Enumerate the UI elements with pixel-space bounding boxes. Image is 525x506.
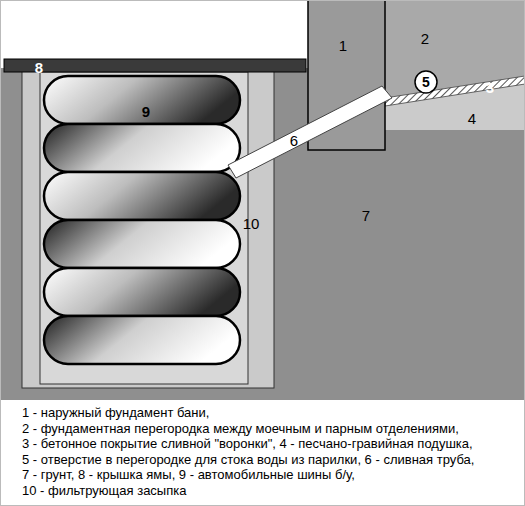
drain-pipe [228,86,392,178]
tire [44,220,240,268]
filter-backfill [22,70,274,388]
callout-number: 1 [339,38,347,53]
pit-wall [40,72,248,384]
legend-line: 1 - наружный фундамент бани, [22,405,474,421]
callout-number: 8 [35,60,43,75]
legend-line: 5 - отверстие в перегородке для стока во… [22,452,474,468]
callout-number: 6 [290,133,298,148]
callout-circle: 5 [414,70,438,94]
callout-number: 7 [362,208,370,223]
circle-outline [415,71,437,93]
callout-number: 4 [468,111,476,126]
legend-line: 3 - бетонное покрытие сливной "воронки",… [22,436,474,452]
legend-line: 7 - грунт, 8 - крышка ямы, 9 - автомобил… [22,467,474,483]
tire [44,316,240,364]
tire [44,76,240,124]
partition-foundation [385,0,525,130]
concrete-funnel [385,76,525,106]
callout-number: 9 [142,104,150,119]
callout-number: 10 [243,216,260,231]
pit-lid [4,59,306,72]
tire [44,124,240,172]
legend-line: 10 - фильтрующая засыпка [22,483,474,499]
ground [0,68,525,400]
tire [44,268,240,316]
callout-number: 5 [414,70,438,94]
tires [44,76,240,364]
caption-block: 1 - наружный фундамент бани,2 - фундамен… [22,405,474,498]
callout-number: 2 [421,31,429,46]
legend-line: 2 - фундаментная перегородка между моечн… [22,421,474,437]
tire [44,172,240,220]
callout-number: 3 [486,80,494,95]
